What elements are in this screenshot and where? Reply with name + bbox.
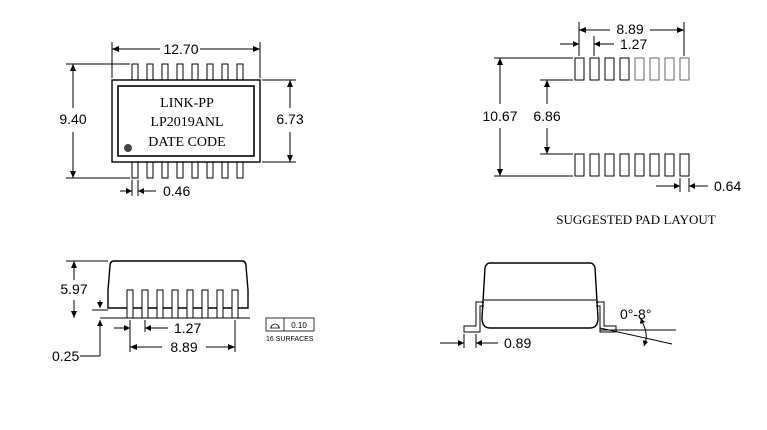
pad-span-dim: 8.89 xyxy=(616,21,643,37)
side-height-dim: 5.97 xyxy=(60,281,87,297)
coplanarity-frame: 0.10 xyxy=(265,317,315,332)
top-height-dim: 9.40 xyxy=(59,111,86,127)
pin1-marker xyxy=(124,144,132,152)
pad-outer-dim: 10.67 xyxy=(482,108,517,124)
top-width-dim: 12.70 xyxy=(163,41,198,57)
package-inner-outline xyxy=(117,85,255,157)
top-body-dim: 6.73 xyxy=(276,111,303,127)
marking-line2: LP2019ANL xyxy=(150,115,223,130)
top-lead-dim: 0.46 xyxy=(163,183,190,199)
end-lead-right xyxy=(596,301,617,333)
pad-width-dim: 0.64 xyxy=(714,178,741,194)
coplanarity-note: 16 SURFACES xyxy=(266,336,314,343)
end-angle-dim: 0°-8° xyxy=(620,306,651,322)
coplanarity-value: 0.10 xyxy=(291,321,307,330)
end-foot-dim: 0.89 xyxy=(504,335,531,351)
marking-line1: LINK-PP xyxy=(160,96,214,111)
pad-layout: 8.89 1.27 10.67 6.86 0.64 SUGGESTED PAD … xyxy=(482,21,741,227)
pad-layout-caption: SUGGESTED PAD LAYOUT xyxy=(556,212,715,227)
package-body xyxy=(111,79,261,163)
end-body xyxy=(481,262,599,329)
end-view: 0°-8° 0.89 xyxy=(440,262,676,351)
marking-line3: DATE CODE xyxy=(148,135,225,150)
end-lead-left xyxy=(463,301,484,333)
pad-inner-dim: 6.86 xyxy=(533,108,560,124)
side-pitch-dim: 1.27 xyxy=(174,320,201,336)
pad-row-top xyxy=(574,57,690,81)
side-body xyxy=(107,260,249,309)
top-view: LINK-PP LP2019ANL DATE CODE 12.70 9.40 6… xyxy=(59,41,303,199)
pad-row-bottom xyxy=(574,153,690,177)
side-span-dim: 8.89 xyxy=(170,339,197,355)
side-view: 5.97 0.25 1.27 8.89 0.10 16 SURFACES xyxy=(52,260,315,364)
top-leads xyxy=(131,63,244,81)
side-leads xyxy=(126,289,239,319)
bottom-leads xyxy=(131,161,244,179)
pad-pitch-dim: 1.27 xyxy=(620,36,647,52)
coplanarity-icon xyxy=(270,323,280,329)
side-standoff-dim: 0.25 xyxy=(52,348,79,364)
